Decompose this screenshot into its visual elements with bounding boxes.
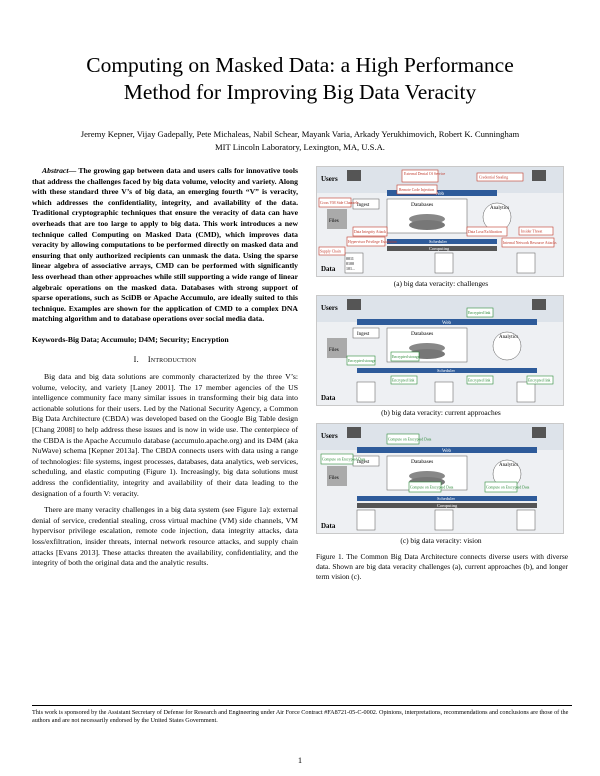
section-title: Introduction (147, 354, 197, 364)
files-label-c: Files (329, 476, 339, 481)
web-label-b: Web (442, 321, 452, 326)
callout-b6: Encrypted link (528, 378, 551, 382)
left-column: Abstract— The growing gap between data a… (32, 166, 298, 575)
figure-1a-diagram: Users Web Ingest Databases Files Analyti… (316, 166, 564, 277)
figure-1a-caption: (a) big data veracity: challenges (393, 279, 489, 288)
scheduler-label-b: Scheduler (437, 368, 455, 373)
callout-a4: Remote Code Injection (399, 188, 434, 192)
data-label: Data (321, 265, 336, 273)
abstract-label: Abstract (42, 166, 69, 175)
ingest-label-c: Ingest (357, 460, 370, 465)
data-label-b: Data (321, 394, 336, 402)
data-label-c: Data (321, 522, 336, 530)
databases-label: Databases (411, 202, 433, 208)
callout-a1: External Denial Of Service (404, 172, 446, 176)
databases-label-c: Databases (411, 459, 433, 465)
callout-a9: Internal Network Resource Attacks (503, 241, 557, 245)
author-list: Jeremy Kepner, Vijay Gadepally, Pete Mic… (80, 129, 520, 139)
analytics-label: Analytics (490, 206, 509, 211)
paper-title: Computing on Masked Data: a High Perform… (40, 52, 560, 106)
web-label-c: Web (442, 449, 452, 454)
ingest-label-b: Ingest (357, 332, 370, 337)
paragraph-1: Big data and big data solutions are comm… (32, 372, 298, 498)
callout-c3: Compute on Encrypted Data (410, 486, 454, 490)
section-number: I. (133, 354, 139, 364)
callout-a2: Credential Stealing (479, 176, 508, 180)
analytics-label-c: Analytics (499, 463, 518, 468)
bits-1: 0011 (346, 256, 354, 261)
files-label: Files (329, 219, 339, 224)
callout-a8: Hypervisor Privilege Escalation (348, 240, 397, 244)
callout-a5: Data Integrity Attack (354, 230, 386, 234)
scheduler-label-c: Scheduler (437, 496, 455, 501)
users-label-c: Users (321, 432, 338, 440)
callout-b4: Encrypted link (392, 378, 415, 382)
figure-1c-caption: (c) big data veracity: vision (400, 536, 482, 546)
bits-2: 0100 (346, 261, 354, 266)
users-label: Users (321, 175, 338, 183)
affiliation: MIT Lincoln Laboratory, Lexington, MA, U… (215, 142, 385, 152)
computing-label: Computing (429, 246, 450, 251)
callout-c2: Compute on Encrypted Data (322, 458, 366, 462)
callout-a6: Data Loss/Exfiltration (468, 230, 502, 234)
callout-b3: Encrypted storage (392, 355, 420, 359)
footnote: This work is sponsored by the Assistant … (32, 709, 569, 724)
callout-a10: Supply Chain (320, 250, 341, 254)
callout-c4: Compute on Encrypted Data (486, 486, 530, 490)
abstract: Abstract— The growing gap between data a… (32, 166, 298, 325)
bits-3: 101... (346, 266, 355, 271)
paragraph-2: There are many veracity challenges in a … (32, 505, 298, 568)
callout-b2: Encrypted storage (348, 359, 376, 363)
callout-b1: Encrypted link (468, 311, 491, 315)
title-line-2: Method for Improving Big Data Veracity (123, 80, 477, 104)
section-heading: I. Introduction (32, 355, 298, 366)
callout-c1: Compute on Encrypted Data (388, 438, 432, 442)
right-column: Users Web Ingest Databases Files Analyti… (310, 166, 572, 582)
ingest-label: Ingest (357, 203, 370, 208)
abstract-text: — The growing gap between data and users… (32, 166, 298, 324)
analytics-label-b: Analytics (499, 335, 518, 340)
callout-b5: Encrypted link (468, 378, 491, 382)
scheduler-label: Scheduler (429, 239, 447, 244)
web-label: Web (435, 192, 445, 197)
files-label-b: Files (329, 348, 339, 353)
figure-1-caption: Figure 1. The Common Big Data Architectu… (316, 551, 568, 581)
figure-1c-diagram: Users Web Ingest Databases Files Analyti… (316, 423, 564, 535)
author-block: Jeremy Kepner, Vijay Gadepally, Pete Mic… (20, 128, 580, 154)
computing-label-c: Computing (437, 503, 458, 508)
figure-1b-diagram: Users Web Ingest Databases Files Analyti… (316, 294, 564, 406)
users-label-b: Users (321, 304, 338, 312)
callout-a3: Cross VM Side Channels (320, 201, 359, 205)
footnote-rule (32, 705, 572, 706)
databases-label-b: Databases (411, 331, 433, 337)
keywords: Keywords-Big Data; Accumulo; D4M; Securi… (32, 334, 229, 344)
title-line-1: Computing on Masked Data: a High Perform… (86, 53, 514, 77)
figure-1b-caption: (b) big data veracity: current approache… (381, 407, 501, 417)
callout-a7: Insider Threat (521, 230, 543, 234)
page-number: 1 (297, 755, 303, 765)
